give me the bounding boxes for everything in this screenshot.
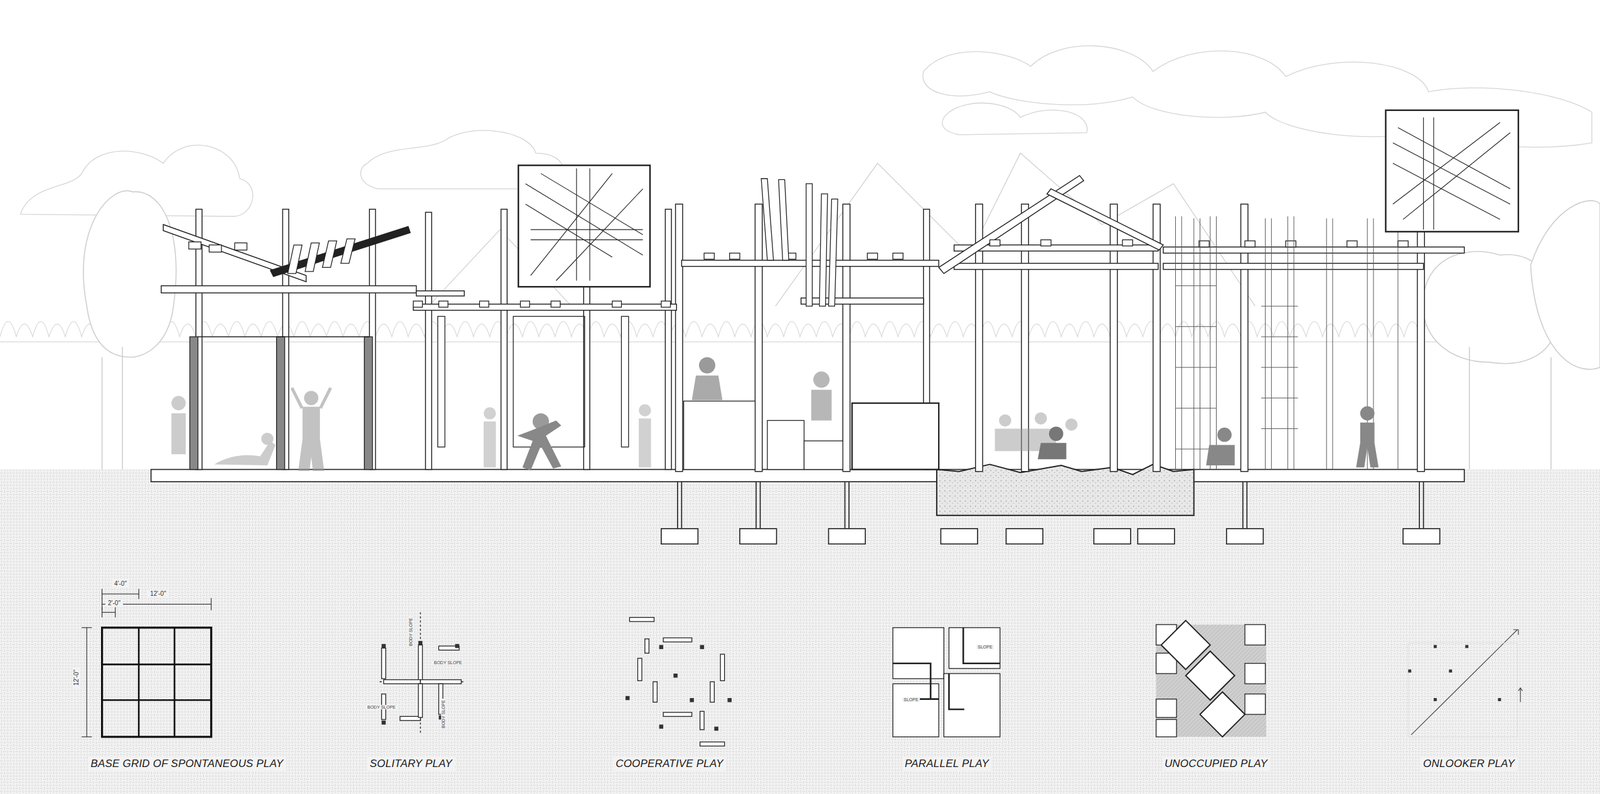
plan-annotation: SLOPE	[976, 645, 994, 650]
play-type-title: PARALLEL PLAY	[902, 757, 992, 772]
plan-annotation: BODY SLOPE	[432, 660, 464, 666]
play-type-title: ONLOOKER PLAY	[1420, 757, 1518, 772]
plan-annotation: BODY SLOPE	[441, 698, 446, 730]
dimension-label: 12'-0"	[147, 589, 169, 598]
dimension-label: 2'-0"	[105, 599, 123, 608]
play-type-title: BASE GRID OF SPONTANEOUS PLAY	[87, 757, 286, 772]
plan-annotation: SLOPE	[902, 697, 920, 703]
dimension-label: 12'-0"	[72, 666, 81, 688]
child-figures	[171, 357, 1379, 472]
dimension-label: 4'-0"	[111, 579, 130, 588]
play-type-title: COOPERATIVE PLAY	[613, 757, 726, 772]
play-type-title: UNOCCUPIED PLAY	[1162, 757, 1270, 772]
plan-annotation: BODY SLOPE	[408, 616, 413, 647]
play-type-title: SOLITARY PLAY	[367, 757, 455, 772]
plan-annotation: BODY SLOPE	[365, 705, 397, 710]
